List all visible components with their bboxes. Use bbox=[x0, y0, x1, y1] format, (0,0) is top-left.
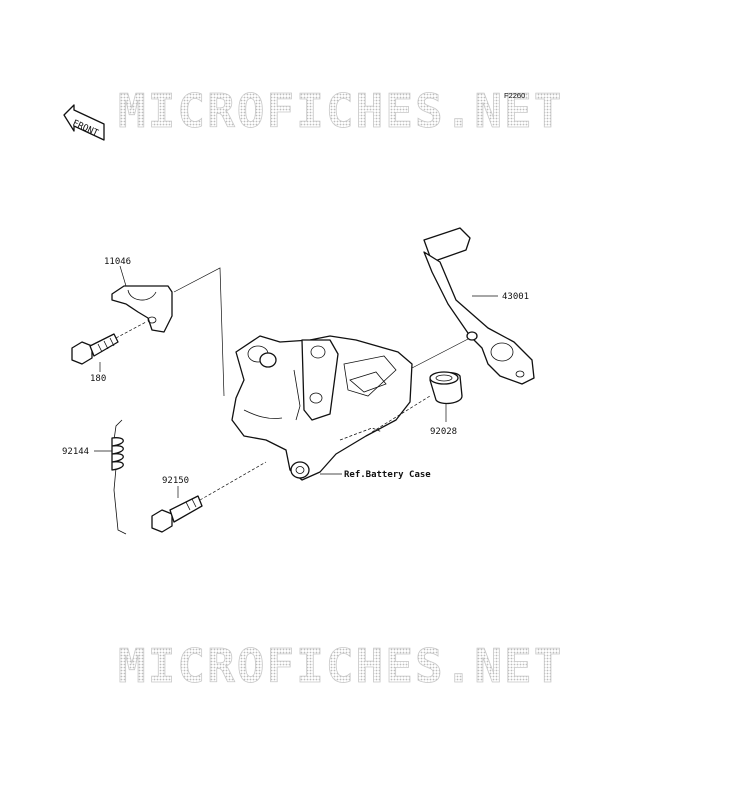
pedal-guide-line bbox=[411, 337, 471, 369]
front-arrow-icon: FRONT bbox=[63, 104, 105, 141]
part-number-43001: 43001 bbox=[502, 292, 529, 302]
part-number-11046: 11046 bbox=[104, 257, 131, 267]
shoulder-bolt-guide-line bbox=[199, 461, 267, 501]
watermark-top: MICROFICHES.NET bbox=[118, 84, 563, 138]
watermark-bottom: MICROFICHES.NET bbox=[118, 639, 563, 693]
part-number-92028: 92028 bbox=[430, 427, 457, 437]
bushing-guide-line bbox=[371, 395, 431, 433]
bolt-part-180 bbox=[71, 333, 119, 365]
diagram-code: F2260 bbox=[504, 91, 525, 100]
spring-part-92144 bbox=[111, 419, 127, 535]
part-number-92150: 92150 bbox=[162, 476, 189, 486]
assembly-guide-line bbox=[173, 267, 225, 397]
brake-pedal-part-43001 bbox=[423, 227, 535, 385]
shoulder-bolt-part-92150 bbox=[151, 495, 203, 533]
clamp-part-11046 bbox=[111, 285, 173, 333]
footrest-bracket bbox=[231, 335, 413, 481]
bushing-part-92028 bbox=[429, 371, 463, 405]
bolt-guide-line bbox=[115, 321, 147, 339]
part-number-92144: 92144 bbox=[62, 447, 89, 457]
part-number-180: 180 bbox=[90, 374, 106, 384]
leader-11046 bbox=[119, 265, 127, 287]
reference-note: Ref.Battery Case bbox=[344, 470, 431, 480]
